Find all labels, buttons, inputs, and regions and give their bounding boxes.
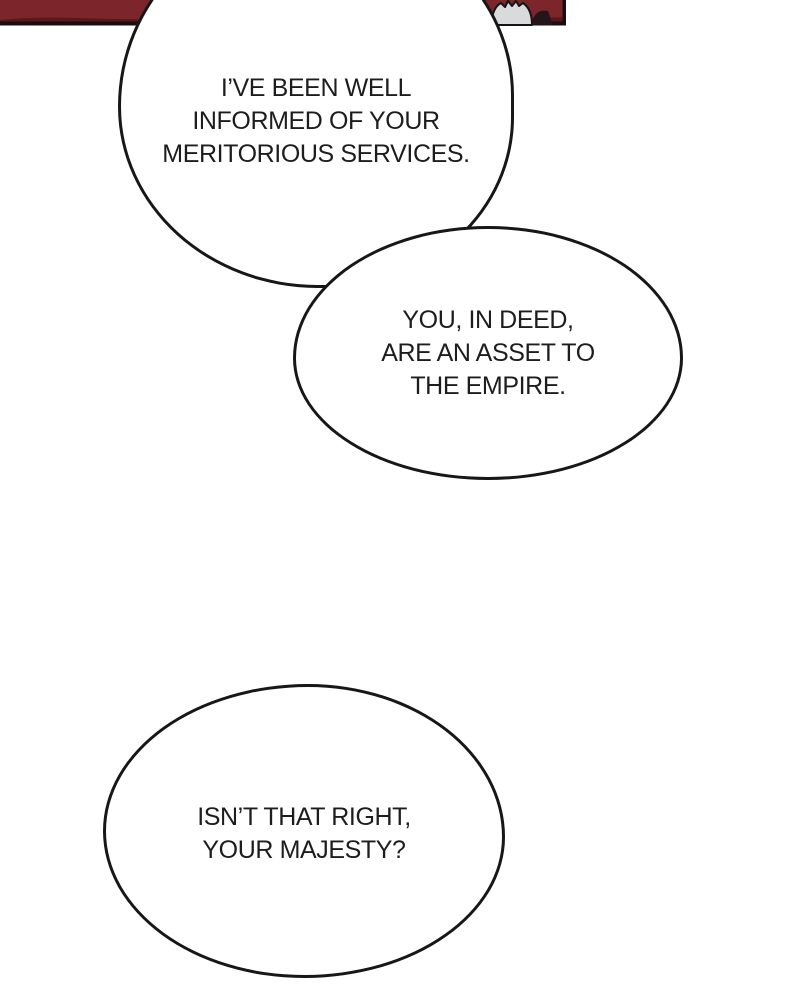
band-right-edge (562, 0, 566, 25)
dialogue-line: YOUR MAJESTY? (202, 836, 406, 864)
speech-bubble-3: ISN’T THAT RIGHT, YOUR MAJESTY? (103, 684, 505, 978)
dialogue-line: THE EMPIRE. (410, 371, 566, 400)
speech-text-2: YOU, IN DEED, ARE AN ASSET TO THE EMPIRE… (381, 304, 595, 403)
character-hair (490, 0, 533, 26)
speech-text-3: ISN’T THAT RIGHT, YOUR MAJESTY? (197, 801, 411, 867)
dialogue-line: INFORMED OF YOUR (192, 106, 440, 135)
dialogue-line: ARE AN ASSET TO (381, 338, 595, 367)
dialogue-line: I’VE BEEN WELL (220, 73, 412, 102)
speech-bubble-2: YOU, IN DEED, ARE AN ASSET TO THE EMPIRE… (293, 226, 683, 480)
speech-text-1: I’VE BEEN WELL INFORMED OF YOUR MERITORI… (162, 72, 470, 171)
dialogue-line: ISN’T THAT RIGHT, (197, 803, 411, 831)
dialogue-line: MERITORIOUS SERVICES. (162, 139, 470, 168)
character-dark-shape (532, 10, 553, 25)
dialogue-line: YOU, IN DEED, (402, 305, 574, 334)
